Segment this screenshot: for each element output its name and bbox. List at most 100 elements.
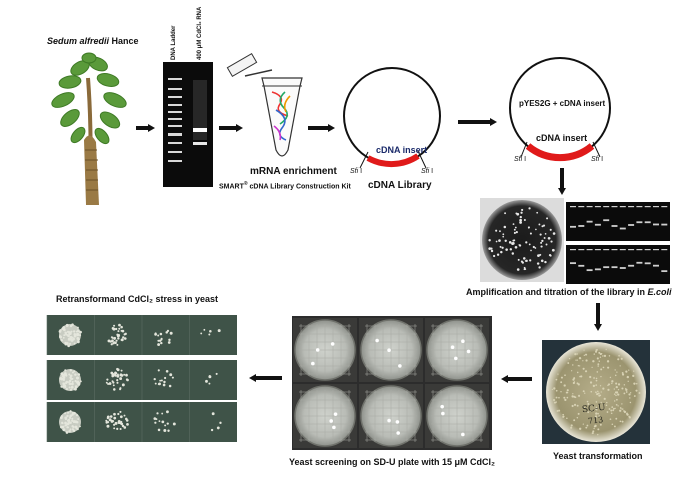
- ecoli-colony: [536, 211, 539, 214]
- screening-colony: [387, 348, 391, 353]
- ecoli-colony: [509, 248, 513, 251]
- yeast-colony: [603, 354, 607, 358]
- spot-colony: [64, 369, 67, 372]
- spot-colony: [161, 420, 165, 424]
- yeast-colony: [570, 424, 573, 427]
- yeast-colony: [626, 413, 629, 416]
- yeast-transformation-caption: Yeast transformation: [553, 451, 643, 461]
- ecoli-colony: [516, 268, 520, 271]
- ecoli-colony: [519, 221, 522, 224]
- spot-colony: [106, 424, 110, 428]
- spot-colony: [158, 382, 161, 386]
- yeast-colony: [564, 398, 567, 401]
- yeast-colony: [570, 426, 573, 429]
- yeast-colony: [562, 415, 565, 418]
- spot-colony: [107, 339, 111, 343]
- yeast-colony: [564, 374, 566, 377]
- pcr-well: [603, 206, 610, 208]
- spot-colony: [64, 416, 68, 420]
- yeast-colony: [585, 359, 588, 362]
- spot-colony: [123, 337, 127, 340]
- yeast-colony: [586, 424, 589, 427]
- spot-colony: [68, 373, 71, 376]
- yeast-colony: [578, 365, 581, 367]
- ecoli-colony: [523, 257, 526, 260]
- ecoli-colony: [514, 226, 517, 229]
- spot-colony: [153, 377, 156, 381]
- spot-colony: [208, 382, 211, 385]
- yeast-colony: [583, 349, 585, 351]
- ecoli-colony: [524, 268, 527, 271]
- amplification-caption: Amplification and titration of the libra…: [466, 287, 672, 297]
- yeast-colony: [599, 356, 602, 358]
- screening-colony: [315, 348, 320, 352]
- yeast-colony: [553, 401, 556, 404]
- yeast-colony: [567, 362, 570, 364]
- spot-colony: [118, 327, 121, 330]
- spot-colony: [74, 373, 77, 376]
- spot-colony: [159, 379, 162, 382]
- yeast-colony: [613, 400, 616, 402]
- yeast-colony: [598, 351, 601, 354]
- spot-colony: [116, 367, 119, 371]
- spot-colony: [105, 419, 108, 422]
- ecoli-colony: [527, 226, 530, 229]
- spot-colony: [72, 429, 76, 433]
- spot-colony: [68, 382, 72, 386]
- library-site-right-suffix: I: [429, 168, 434, 175]
- yeast-colony: [597, 433, 599, 436]
- spot-colony: [114, 371, 118, 375]
- ecoli-colony: [540, 245, 543, 248]
- spot-colony: [67, 411, 70, 414]
- pcr-well: [611, 249, 618, 251]
- yeast-colony: [602, 387, 605, 390]
- pcr-band: [594, 223, 601, 226]
- yeast-colony: [600, 352, 603, 355]
- screening-colony: [398, 364, 402, 368]
- spot-colony: [118, 323, 121, 327]
- yeast-colony: [560, 376, 563, 379]
- ecoli-colony: [488, 247, 492, 250]
- yeast-colony: [614, 407, 616, 410]
- pcr-band: [578, 264, 585, 267]
- yeast-colony: [608, 355, 611, 357]
- spot-colony: [69, 410, 72, 413]
- spot-colony: [60, 372, 64, 376]
- spot-colony: [157, 369, 160, 372]
- yeast-colony: [615, 394, 617, 397]
- spot-colony: [75, 414, 79, 417]
- spot-colony: [115, 339, 118, 342]
- yeast-colony: [568, 357, 571, 360]
- pcr-band: [586, 220, 593, 223]
- yeast-colony: [625, 391, 628, 393]
- spot-colony: [112, 423, 116, 426]
- yeast-colony: [628, 416, 631, 419]
- gel-lane1-label: DNA Ladder: [171, 25, 177, 60]
- pcr-band: [628, 224, 635, 226]
- yeast-colony: [633, 370, 635, 372]
- yeast-colony: [607, 383, 611, 386]
- spot-colony: [62, 336, 65, 339]
- spot-colony: [109, 415, 113, 418]
- yeast-colony: [607, 366, 610, 369]
- spot-colony: [61, 327, 65, 330]
- vector-site-right-suffix: I: [599, 156, 604, 163]
- ecoli-colony: [538, 223, 541, 226]
- spot-colony: [157, 334, 160, 337]
- colony-pcr-gels: [566, 202, 670, 284]
- yeast-colony: [563, 396, 566, 399]
- spot-colony: [66, 426, 69, 429]
- yeast-colony: [587, 411, 590, 414]
- ecoli-colony: [511, 252, 515, 255]
- screening-colony: [330, 342, 335, 346]
- spot-colony: [117, 330, 120, 333]
- spot-colony: [69, 369, 73, 372]
- yeast-colony: [615, 385, 618, 389]
- yeast-colony: [621, 403, 623, 405]
- spot-colony: [113, 324, 116, 327]
- spot-colony: [153, 417, 157, 420]
- pcr-band: [570, 225, 576, 228]
- yeast-colony: [608, 408, 611, 410]
- spot-colony: [69, 428, 72, 431]
